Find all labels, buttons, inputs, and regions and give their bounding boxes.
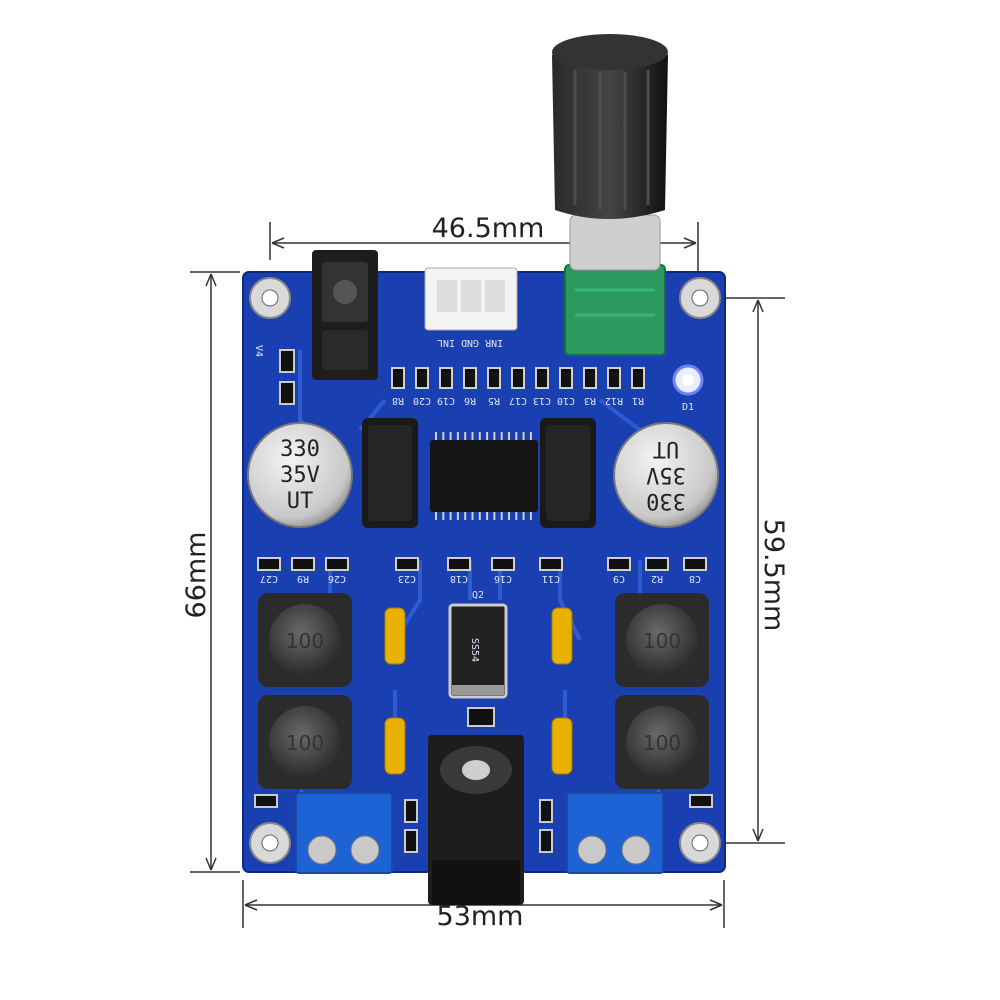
smd-part bbox=[631, 367, 645, 389]
mounting-hole bbox=[249, 822, 291, 864]
smd-part bbox=[415, 367, 429, 389]
dimension-left bbox=[190, 271, 240, 873]
schottky-diode: SS54 bbox=[448, 603, 508, 699]
q2-label: Q2 bbox=[472, 590, 484, 601]
silkscreen-label: C11 bbox=[542, 573, 560, 584]
screw-terminal-left bbox=[295, 792, 393, 874]
screw-terminal-right bbox=[566, 792, 664, 874]
silkscreen-label: R6 bbox=[464, 395, 476, 406]
inductor: 100 bbox=[258, 593, 352, 687]
svg-text:100: 100 bbox=[643, 629, 681, 653]
mounting-hole bbox=[249, 277, 291, 319]
svg-text:330: 330 bbox=[280, 437, 320, 462]
svg-text:100: 100 bbox=[286, 731, 324, 755]
silkscreen-label: C27 bbox=[260, 573, 278, 584]
smd-part bbox=[291, 557, 315, 571]
svg-text:35V: 35V bbox=[646, 462, 686, 487]
silkscreen-label: C16 bbox=[494, 573, 512, 584]
silkscreen-label: R1 bbox=[632, 395, 644, 406]
silkscreen-label: R9 bbox=[297, 573, 309, 584]
amplifier-ic bbox=[430, 432, 538, 520]
smd-transistor bbox=[467, 707, 495, 727]
audio-jack bbox=[312, 250, 378, 380]
smd-component-row: R8 C20 C19 R6 R5 C17 C13 C10 R3 R12 R1 bbox=[391, 367, 645, 406]
silkscreen-label: C23 bbox=[398, 573, 416, 584]
right-height-label: 59.5mm bbox=[758, 519, 789, 632]
silkscreen-label: R8 bbox=[392, 395, 404, 406]
svg-text:UT: UT bbox=[653, 436, 680, 461]
inductor: 100 bbox=[615, 695, 709, 789]
electrolytic-capacitor-left: 330 35V UT bbox=[247, 422, 353, 528]
silkscreen-label: C9 bbox=[613, 573, 625, 584]
smd-resistor bbox=[254, 794, 713, 853]
inductor: 100 bbox=[258, 695, 352, 789]
smd-part bbox=[439, 367, 453, 389]
smd-part bbox=[559, 367, 573, 389]
led-label: D1 bbox=[682, 402, 694, 413]
silkscreen-label: C19 bbox=[437, 395, 455, 406]
inductor: 100 bbox=[615, 593, 709, 687]
svg-text:100: 100 bbox=[643, 731, 681, 755]
svg-text:35V: 35V bbox=[280, 463, 320, 488]
smd-part bbox=[325, 557, 349, 571]
jst-connector bbox=[424, 267, 518, 331]
svg-text:SS54: SS54 bbox=[469, 638, 480, 662]
silkscreen-label: C26 bbox=[328, 573, 346, 584]
smd-part bbox=[645, 557, 669, 571]
potentiometer bbox=[564, 214, 666, 356]
silkscreen-label: C18 bbox=[450, 573, 468, 584]
polymer-capacitor bbox=[540, 418, 596, 528]
smd-part bbox=[395, 557, 419, 571]
volume-knob bbox=[552, 34, 668, 219]
smd-part bbox=[607, 557, 631, 571]
tantalum-capacitor bbox=[384, 607, 573, 775]
silkscreen-label: R2 bbox=[651, 573, 663, 584]
smd-part bbox=[463, 367, 477, 389]
silkscreen-label: R5 bbox=[488, 395, 500, 406]
smd-part bbox=[683, 557, 707, 571]
smd-part bbox=[447, 557, 471, 571]
svg-text:100: 100 bbox=[286, 629, 324, 653]
svg-text:UT: UT bbox=[287, 489, 314, 514]
smd-resistor bbox=[279, 349, 295, 405]
bottom-width-label: 53mm bbox=[437, 901, 524, 932]
smd-part bbox=[607, 367, 621, 389]
electrolytic-capacitor-right: 330 35V UT bbox=[613, 422, 719, 528]
smd-part bbox=[511, 367, 525, 389]
mounting-hole bbox=[679, 822, 721, 864]
smd-part bbox=[487, 367, 501, 389]
version-label: V4 bbox=[253, 345, 264, 357]
silkscreen-label: C10 bbox=[557, 395, 575, 406]
left-height-label: 66mm bbox=[181, 532, 212, 619]
led bbox=[672, 364, 704, 396]
svg-text:330: 330 bbox=[646, 488, 686, 513]
dc-power-jack bbox=[428, 735, 524, 905]
silkscreen-label: C13 bbox=[533, 395, 551, 406]
top-width-label: 46.5mm bbox=[432, 213, 545, 244]
silkscreen-label: C20 bbox=[413, 395, 431, 406]
smd-part bbox=[391, 367, 405, 389]
connector-label: INR GND INL bbox=[437, 337, 503, 348]
smd-part bbox=[539, 557, 563, 571]
smd-component-row-middle: C27 R9 C26 C23 C18 C16 C11 C9 R2 C8 bbox=[257, 557, 707, 584]
smd-part bbox=[491, 557, 515, 571]
smd-part bbox=[535, 367, 549, 389]
silkscreen-label: R12 bbox=[605, 395, 623, 406]
smd-part bbox=[257, 557, 281, 571]
polymer-capacitor bbox=[362, 418, 418, 528]
silkscreen-label: R3 bbox=[584, 395, 596, 406]
smd-part bbox=[583, 367, 597, 389]
silkscreen-label: C17 bbox=[509, 395, 527, 406]
silkscreen-label: C8 bbox=[689, 573, 701, 584]
mounting-hole bbox=[679, 277, 721, 319]
